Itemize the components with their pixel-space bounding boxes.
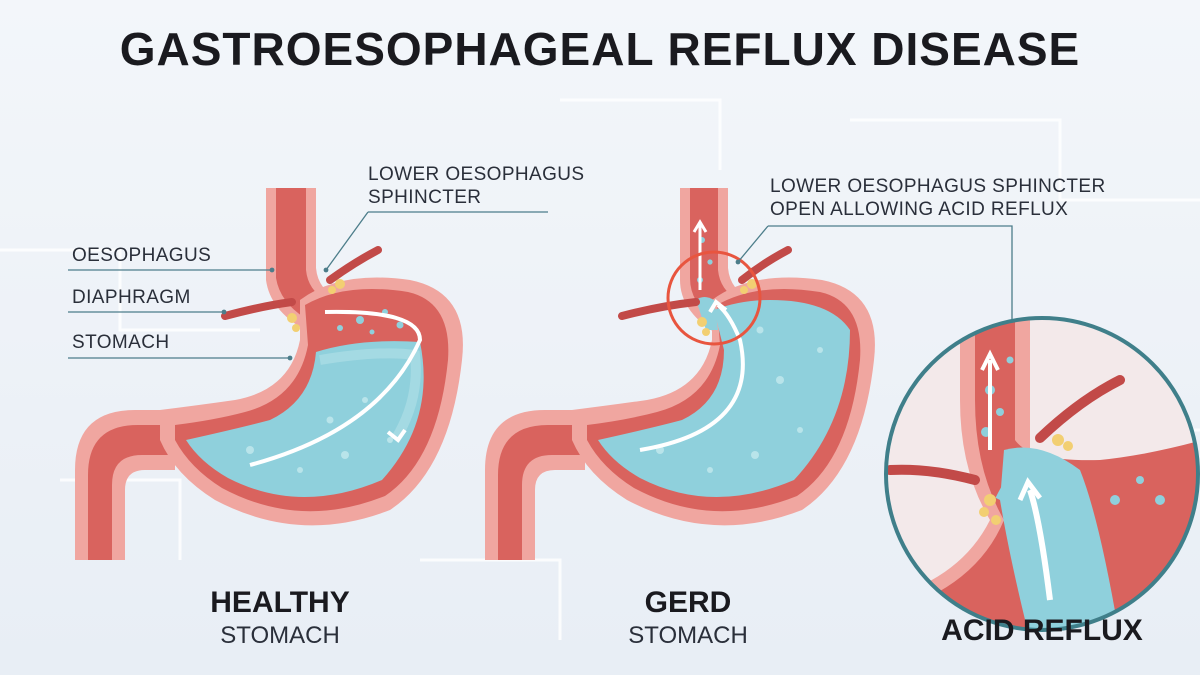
gastric-juice	[186, 341, 424, 498]
gerd-stomach-diagram	[485, 188, 875, 560]
stomach-label: STOMACH	[72, 332, 170, 353]
gerd-caption: GERD STOMACH	[628, 586, 748, 649]
healthy-stomach-diagram	[75, 188, 463, 560]
diaphragm-label: DIAPHRAGM	[72, 287, 191, 308]
zoom-circle-border	[884, 316, 1200, 632]
acid-reflux-zoom	[884, 316, 1200, 632]
healthy-caption: HEALTHY STOMACH	[210, 586, 350, 649]
sphincter-label: LOWER OESOPHAGUS SPHINCTER	[368, 164, 585, 208]
oesophagus-label: OESOPHAGUS	[72, 245, 212, 266]
diaphragm	[221, 298, 296, 320]
sphincter-highlight-circle	[666, 250, 762, 346]
gerd-sphincter-label: LOWER OESOPHAGUS SPHINCTER OPEN ALLOWING…	[770, 176, 1106, 220]
page-title: GASTROESOPHAGEAL REFLUX DISEASE	[119, 23, 1081, 75]
acid-reflux-caption: ACID REFLUX	[941, 614, 1143, 647]
flow-arrow	[249, 309, 423, 467]
healthy-leaders	[68, 211, 548, 359]
